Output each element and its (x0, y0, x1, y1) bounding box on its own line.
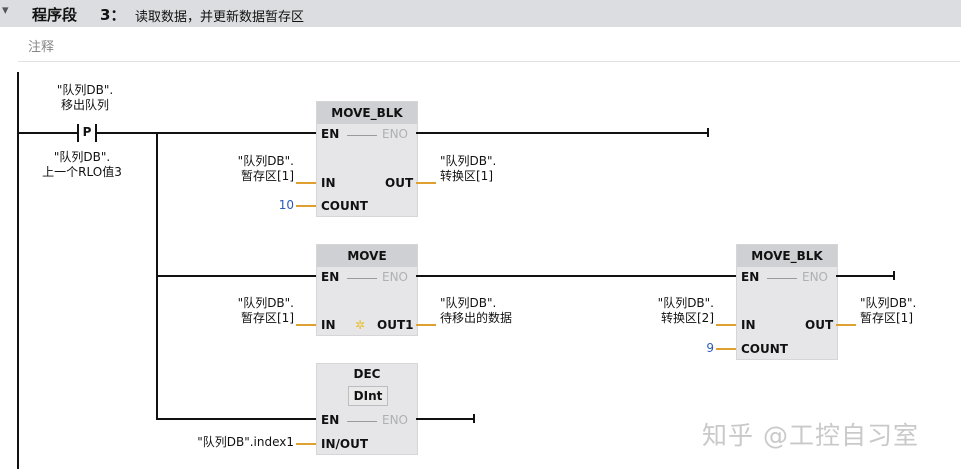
rung-end-tick (893, 271, 895, 280)
pin-out1: OUT1 (377, 318, 414, 332)
inout-connector (296, 443, 316, 445)
block-name: MOVE (317, 245, 417, 267)
p-contact[interactable]: P (82, 125, 92, 139)
en-eno-line (347, 421, 377, 422)
move-blk-1-out-operand[interactable]: "队列DB". 转换区[1] (440, 154, 497, 183)
move-blk-2-out-operand[interactable]: "队列DB". 暂存区[1] (860, 296, 917, 325)
in-connector (716, 324, 736, 326)
en-eno-line (767, 278, 797, 279)
rung-line (18, 132, 78, 134)
pin-inout: IN/OUT (321, 437, 369, 451)
watermark: 知乎 @工控自习室 (702, 421, 919, 450)
pin-in: IN (741, 318, 756, 332)
dec-box[interactable]: DEC DInt EN ENO IN/OUT (316, 363, 418, 455)
pin-eno: ENO (382, 127, 409, 141)
network-description[interactable]: 读取数据，并更新数据暂存区 (135, 10, 305, 25)
contact-bar-left (77, 124, 79, 142)
data-type-selector[interactable]: DInt (348, 386, 388, 406)
move-blk-1-count-value[interactable]: 10 (278, 198, 294, 212)
contact-bar-right (95, 124, 97, 142)
collapse-arrow-icon[interactable]: ▾ (2, 3, 9, 18)
pin-count: COUNT (321, 199, 368, 213)
block-name: MOVE_BLK (317, 102, 417, 124)
move-out-operand[interactable]: "队列DB". 待移出的数据 (440, 296, 513, 325)
contact-bottom-operand[interactable]: "队列DB". 上一个RLO值3 (42, 150, 122, 179)
network-header[interactable]: ▾ 程序段 3： 读取数据，并更新数据暂存区 (0, 0, 961, 27)
in-connector (296, 182, 316, 184)
comment-text: 注释 (28, 40, 55, 55)
power-rail (17, 72, 19, 469)
branch-line (156, 275, 318, 277)
spark-icon: ✲ (355, 318, 366, 332)
pin-out: OUT (385, 176, 414, 190)
dec-inout-operand[interactable]: "队列DB".index1 (197, 435, 294, 449)
en-eno-line (347, 278, 377, 279)
count-connector (296, 205, 316, 207)
move-blk-1-in-operand[interactable]: "队列DB". 暂存区[1] (237, 154, 294, 183)
en-eno-line (347, 135, 377, 136)
eno-output-line (416, 132, 708, 134)
network-title: 程序段 (32, 6, 78, 24)
pin-out: OUT (805, 318, 834, 332)
pin-en: EN (741, 270, 760, 284)
rung-end-tick (707, 128, 709, 137)
out-connector (416, 182, 436, 184)
out-connector (836, 324, 856, 326)
pin-in: IN (321, 318, 336, 332)
out-connector (416, 324, 436, 326)
pin-eno: ENO (382, 270, 409, 284)
block-name: DEC (317, 364, 417, 384)
rung-line (96, 132, 318, 134)
move-blk-2-in-operand[interactable]: "队列DB". 转换区[2] (657, 296, 714, 325)
pin-eno: ENO (382, 413, 409, 427)
move-blk-box-1[interactable]: MOVE_BLK EN ENO IN OUT COUNT (316, 101, 418, 217)
count-connector (716, 348, 736, 350)
eno-output-line (836, 275, 894, 277)
move-box[interactable]: MOVE EN ENO IN ✲ OUT1 (316, 244, 418, 336)
network-comment[interactable]: 注释 (18, 28, 960, 62)
eno-output-line (416, 418, 474, 420)
block-name: MOVE_BLK (737, 245, 837, 267)
pin-en: EN (321, 127, 340, 141)
rung-end-tick (473, 414, 475, 423)
pin-en: EN (321, 413, 340, 427)
move-blk-box-2[interactable]: MOVE_BLK EN ENO IN OUT COUNT (736, 244, 838, 360)
move-in-operand[interactable]: "队列DB". 暂存区[1] (237, 296, 294, 325)
network-number: 3： (100, 6, 126, 24)
pin-in: IN (321, 176, 336, 190)
in-connector (296, 324, 316, 326)
contact-top-operand[interactable]: "队列DB". 移出队列 (56, 83, 114, 112)
pin-count: COUNT (741, 342, 788, 356)
branch-line (156, 418, 318, 420)
eno-output-line (416, 275, 736, 277)
pin-eno: ENO (802, 270, 829, 284)
move-blk-2-count-value[interactable]: 9 (706, 341, 714, 355)
pin-en: EN (321, 270, 340, 284)
